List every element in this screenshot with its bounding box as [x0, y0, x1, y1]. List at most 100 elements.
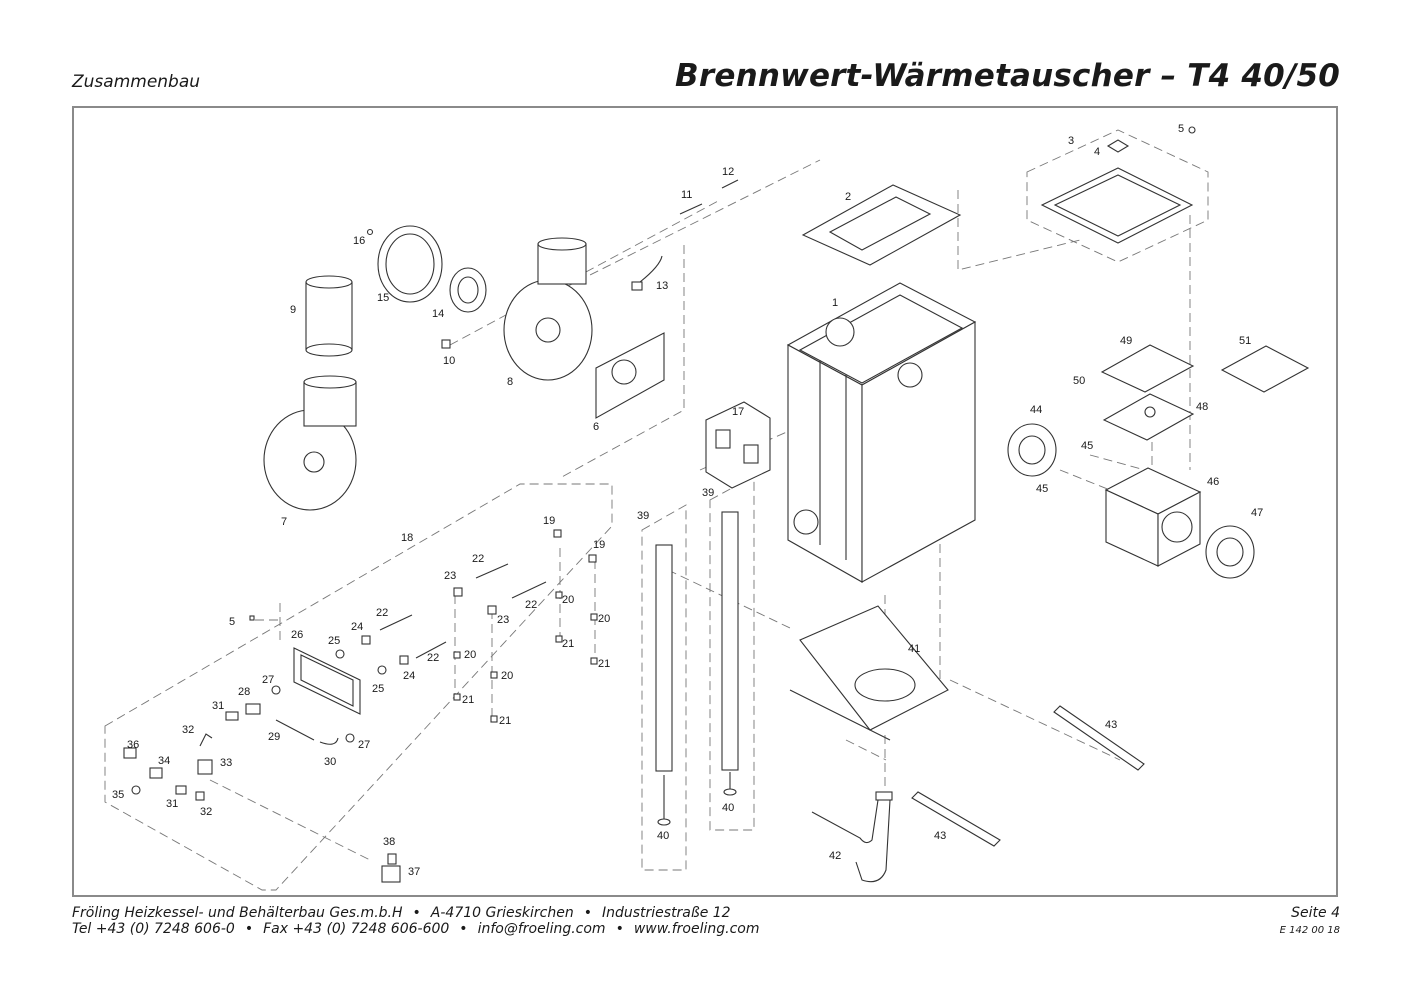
part-label: 21 — [598, 658, 610, 670]
part-label: 47 — [1251, 507, 1263, 519]
phone: Tel +43 (0) 7248 606-0 — [72, 921, 235, 937]
part-label: 31 — [212, 700, 224, 712]
page-title: Brennwert-Wärmetauscher – T4 40/50 — [675, 58, 1340, 94]
part-label: 39 — [702, 487, 714, 499]
cover-plates — [1100, 344, 1310, 441]
part-label: 6 — [593, 421, 599, 433]
part-label: 27 — [262, 674, 274, 686]
footer-contact-line: Tel +43 (0) 7248 606-0 • Fax +43 (0) 7248 … — [72, 921, 760, 937]
part-label: 43 — [1105, 719, 1117, 731]
part-label: 4 — [1094, 146, 1100, 158]
part-label: 39 — [637, 510, 649, 522]
part-label: 24 — [403, 670, 415, 682]
part-label: 43 — [934, 830, 946, 842]
fan-assembly — [503, 237, 665, 419]
part-label: 45 — [1081, 440, 1093, 452]
part-label: 21 — [462, 694, 474, 706]
part-label: 45 — [1036, 483, 1048, 495]
part-label: 27 — [358, 739, 370, 751]
fan-duct — [263, 275, 357, 511]
part-label: 42 — [829, 850, 841, 862]
part-label: 22 — [472, 553, 484, 565]
part-label: 2 — [845, 191, 851, 203]
part-label: 12 — [722, 166, 734, 178]
base-frame — [789, 605, 949, 741]
part-label: 5 — [229, 616, 235, 628]
part-label: 20 — [501, 670, 513, 682]
part-label: 16 — [353, 235, 365, 247]
company-address: A-4710 Grieskirchen — [430, 905, 574, 921]
part-label: 20 — [598, 613, 610, 625]
part-label: 36 — [127, 739, 139, 751]
part-label: 11 — [681, 189, 692, 201]
part-number-labels: 1 2 3 4 5 5 6 7 8 9 10 11 12 13 14 15 16… — [112, 123, 1263, 878]
part-label: 23 — [444, 570, 456, 582]
part-label: 50 — [1073, 375, 1085, 387]
pipes — [275, 563, 547, 741]
company-street: Industriestraße 12 — [601, 905, 731, 921]
part-label: 49 — [1120, 335, 1132, 347]
part-label: 35 — [112, 789, 124, 801]
part-label: 34 — [158, 755, 170, 767]
part-label: 8 — [507, 376, 513, 388]
drawing-frame — [72, 106, 1338, 897]
part-label: 31 — [166, 798, 178, 810]
section-label: Zusammenbau — [72, 72, 201, 92]
part-label: 19 — [543, 515, 555, 527]
part-label: 23 — [497, 614, 509, 626]
mounting-plate — [293, 647, 361, 715]
part-label: 7 — [281, 516, 287, 528]
bullet: • — [459, 921, 468, 937]
part-label: 41 — [908, 643, 920, 655]
part-label: 13 — [656, 280, 668, 292]
part-label: 19 — [593, 539, 605, 551]
outlet-box — [1104, 467, 1202, 567]
gasket-17 — [705, 401, 771, 489]
heat-exchanger-housing — [786, 282, 977, 583]
bullet: • — [615, 921, 624, 937]
part-label: 29 — [268, 731, 280, 743]
profiles — [911, 705, 1145, 847]
part-label: 20 — [464, 649, 476, 661]
part-label: 32 — [182, 724, 194, 736]
part-label: 44 — [1030, 404, 1042, 416]
part-label: 9 — [290, 304, 296, 316]
part-label: 17 — [732, 406, 744, 418]
part-label: 25 — [372, 683, 384, 695]
part-label: 38 — [383, 836, 395, 848]
part-label: 3 — [1068, 135, 1074, 147]
website-link[interactable]: www.froeling.com — [633, 921, 760, 937]
part-label: 40 — [657, 830, 669, 842]
part-label: 22 — [525, 599, 537, 611]
part-label: 51 — [1239, 335, 1251, 347]
fax: Fax +43 (0) 7248 606-600 — [263, 921, 450, 937]
group-outlines — [104, 129, 1209, 891]
page-number: Seite 4 — [1291, 905, 1340, 921]
bullet: • — [583, 905, 592, 921]
footer-company-line: Fröling Heizkessel- und Behälterbau Ges.… — [72, 905, 731, 921]
part-label: 30 — [324, 756, 336, 768]
company-name: Fröling Heizkessel- und Behälterbau Ges.… — [72, 905, 403, 921]
part-label: 20 — [562, 594, 574, 606]
email-link[interactable]: info@froeling.com — [477, 921, 606, 937]
part-label: 33 — [220, 757, 232, 769]
part-label: 25 — [328, 635, 340, 647]
part-label: 26 — [291, 629, 303, 641]
document-number: E 142 00 18 — [1279, 925, 1340, 936]
part-label: 40 — [722, 802, 734, 814]
sensor-parts — [631, 179, 739, 291]
lid-plate — [801, 184, 962, 266]
part-label: 5 — [1178, 123, 1184, 135]
top-frame — [1040, 126, 1196, 244]
part-label: 10 — [443, 355, 455, 367]
part-label: 18 — [401, 532, 413, 544]
flange-rings — [366, 225, 487, 349]
siphon — [811, 791, 893, 883]
part-label: 22 — [376, 607, 388, 619]
part-label: 15 — [377, 292, 389, 304]
bullet: • — [412, 905, 421, 921]
part-label: 1 — [832, 297, 838, 309]
bullet: • — [244, 921, 254, 937]
part-label: 14 — [432, 308, 444, 320]
